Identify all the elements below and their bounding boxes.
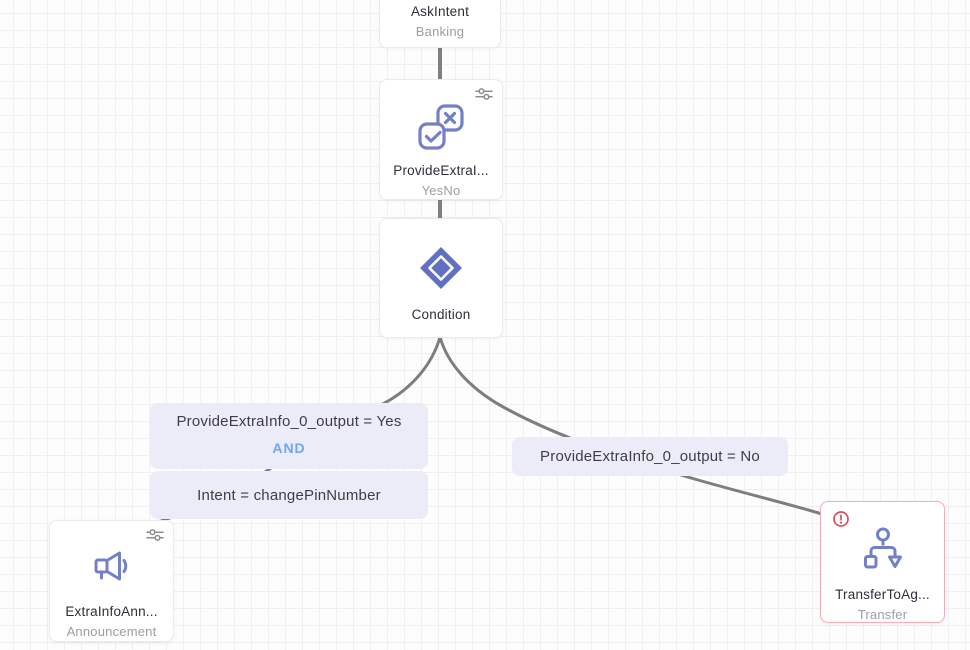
node-extra-info-announcement[interactable]: ExtraInfoAnn... Announcement (49, 520, 174, 642)
node-subtitle: YesNo (421, 183, 461, 198)
edge-label-yes-condition-2[interactable]: Intent = changePinNumber (150, 471, 428, 519)
sliders-icon[interactable] (145, 528, 165, 542)
sliders-icon[interactable] (474, 87, 494, 101)
node-transfer-to-agent[interactable]: TransferToAg... Transfer (820, 501, 945, 623)
node-title: TransferToAg... (835, 587, 930, 602)
edge-label-yes-line1: ProvideExtraInfo_0_output = Yes (176, 413, 402, 430)
node-title: AskIntent (410, 4, 470, 19)
edge-label-yes-line2: Intent = changePinNumber (197, 486, 381, 504)
node-provide-extra-info[interactable]: ProvideExtraI... YesNo (379, 79, 503, 200)
edge-label-yes-condition[interactable]: ProvideExtraInfo_0_output = Yes AND (150, 403, 428, 469)
node-subtitle: Banking (415, 24, 465, 39)
node-title: ExtraInfoAnn... (65, 604, 158, 619)
yes-no-check-cross-icon (418, 104, 464, 155)
node-askintent[interactable]: AskIntent Banking (379, 0, 501, 48)
node-title: ProvideExtraI... (393, 163, 489, 178)
edge-label-no-line: ProvideExtraInfo_0_output = No (540, 448, 760, 465)
node-subtitle: Announcement (66, 624, 157, 639)
megaphone-icon (91, 545, 133, 592)
diamond-icon (418, 245, 464, 296)
node-subtitle: Transfer (857, 607, 908, 622)
node-title: Condition (411, 307, 471, 322)
org-chart-transfer-icon (861, 526, 905, 575)
edge-condition-no (438, 335, 824, 516)
alert-circle-icon (832, 510, 850, 528)
edge-label-and-operator: AND (272, 440, 306, 456)
edge-label-no-condition[interactable]: ProvideExtraInfo_0_output = No (512, 437, 788, 476)
node-condition[interactable]: Condition (379, 218, 503, 338)
